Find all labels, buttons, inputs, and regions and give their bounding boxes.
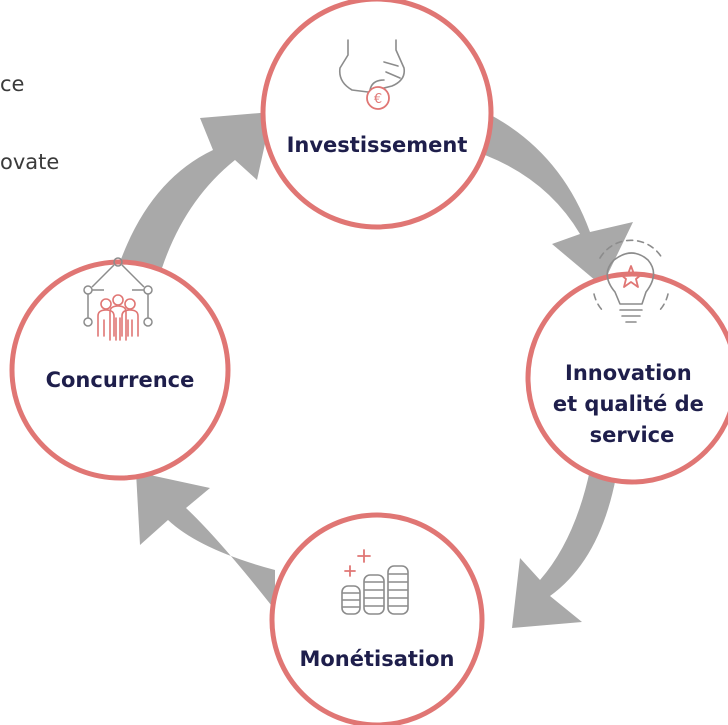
plus-sparkle-icon bbox=[344, 549, 371, 577]
node-innovation-line-1: Innovation bbox=[565, 361, 692, 385]
arrow-monetisation-to-concurrence bbox=[136, 472, 275, 610]
node-innovation-circle bbox=[525, 271, 728, 485]
svg-text:€: € bbox=[374, 92, 382, 107]
node-monetisation: Monétisation bbox=[269, 512, 485, 725]
people-group-icon bbox=[97, 294, 139, 341]
svg-text:Innovation et qualité de: Innovation et qualité de service bbox=[553, 361, 711, 447]
clipped-text-line-1: ce bbox=[0, 72, 25, 96]
arrow-innovation-to-monetisation bbox=[512, 470, 616, 628]
node-concurrence-label: Concurrence bbox=[46, 368, 195, 392]
node-concurrence-circle bbox=[9, 259, 231, 481]
node-innovation-line-3: service bbox=[590, 423, 675, 447]
node-concurrence: Concurrence bbox=[9, 257, 231, 481]
node-investissement: € Investissement bbox=[260, 0, 494, 230]
node-innovation: Innovation et qualité de service bbox=[525, 239, 728, 485]
node-investissement-circle bbox=[260, 0, 494, 230]
node-innovation-line-2: et qualité de bbox=[553, 392, 704, 416]
arrow-concurrence-to-investissement bbox=[120, 112, 272, 268]
arrow-investissement-to-innovation bbox=[485, 112, 633, 286]
coin-stacks-icon bbox=[341, 565, 409, 615]
node-investissement-label: Investissement bbox=[287, 133, 468, 157]
cycle-arrows bbox=[120, 112, 633, 628]
euro-coin-icon: € bbox=[366, 86, 390, 110]
node-monetisation-circle bbox=[269, 512, 485, 725]
network-icon bbox=[83, 257, 153, 327]
star-icon bbox=[619, 265, 643, 288]
lightbulb-star-icon bbox=[593, 239, 669, 323]
node-monetisation-label: Monétisation bbox=[299, 647, 454, 671]
clipped-text-line-2: ovate bbox=[0, 150, 60, 174]
